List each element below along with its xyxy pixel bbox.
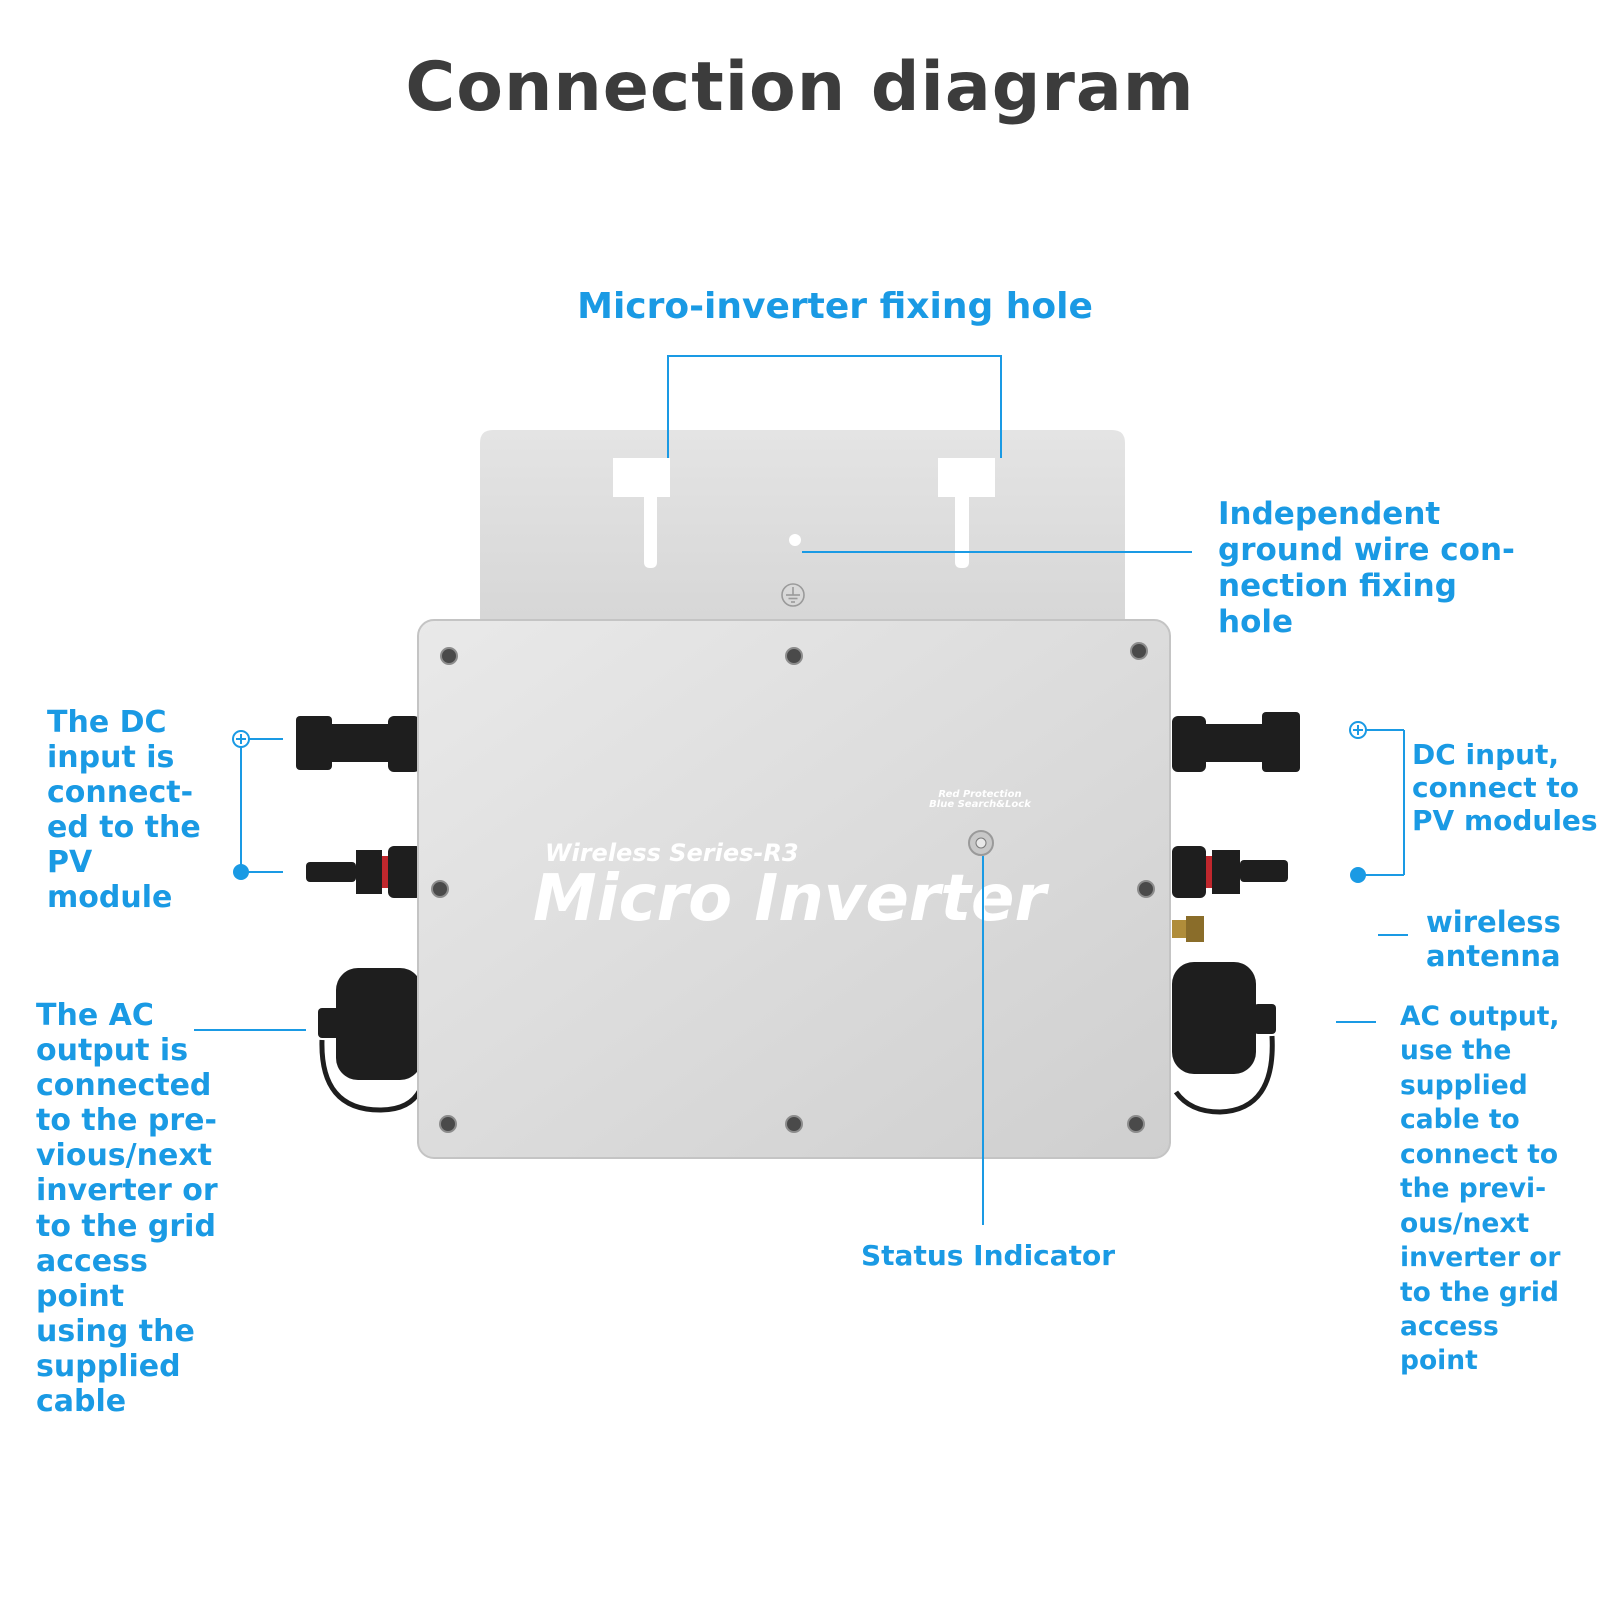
device-series: Wireless Series-R3 [545, 839, 799, 867]
callout-lines [194, 355, 1408, 1225]
status-indicator-led [968, 830, 994, 856]
ground-hole-label: Independent ground wire con- nection fix… [1218, 496, 1515, 640]
mounting-plate [480, 430, 1125, 630]
status-indicator-label: Status Indicator [861, 1239, 1116, 1272]
dc-connector-left-minus [306, 846, 422, 898]
dc-connector-right-minus [1172, 846, 1288, 898]
plus-terminal-icon [232, 721, 1367, 748]
dc-input-right-label: DC input, connect to PV modules [1412, 738, 1598, 837]
ac-output-right-label: AC output, use the supplied cable to con… [1400, 1001, 1561, 1377]
screw-icon [431, 642, 1155, 1133]
fixing-hole-label: Micro-inverter fixing hole [577, 286, 1093, 327]
antenna-connector [1172, 916, 1204, 942]
fixing-slot-right [938, 458, 995, 568]
minus-terminal-icon [233, 864, 1366, 883]
fixing-slot-left [613, 458, 670, 568]
ground-hole [789, 534, 801, 546]
indicator-caption-red: Red Protection [938, 789, 1021, 800]
dc-connector-left-plus [296, 716, 420, 772]
ground-symbol-icon [781, 583, 805, 607]
page-title: Connection diagram [405, 48, 1195, 127]
indicator-caption-blue: Blue Search&Lock [929, 799, 1032, 810]
ac-connector-right [1172, 962, 1276, 1115]
dc-connector-right-plus [1172, 712, 1300, 772]
ac-connector-left [318, 968, 423, 1113]
dc-input-left-label: The DC input is connect- ed to the PV mo… [47, 705, 201, 916]
device-name: Micro Inverter [533, 862, 1049, 936]
ac-output-left-label: The AC output is connected to the pre- v… [36, 998, 218, 1420]
antenna-label: wireless antenna [1426, 905, 1561, 973]
